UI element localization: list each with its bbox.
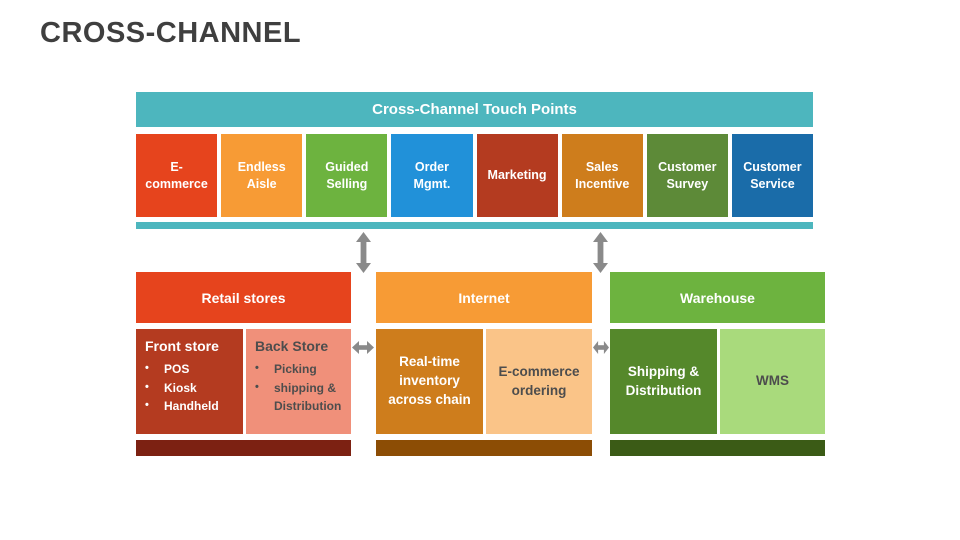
bullet-icon: • <box>145 362 149 374</box>
retail-bottom-bar <box>136 440 351 456</box>
card-ecommerce-ordering-title: E-commerce ordering <box>498 363 580 398</box>
card-realtime-inventory-title: Real-time inventory across chain <box>388 354 471 407</box>
touch-point-customer-service: Customer Service <box>731 134 813 217</box>
internet-bottom-bar <box>376 440 592 456</box>
horizontal-double-arrow-icon <box>593 341 609 354</box>
bullet-icon: • <box>255 362 259 374</box>
vertical-double-arrow-icon <box>593 232 608 273</box>
touch-points-row: E-commerce Endless Aisle Guided Selling … <box>136 134 813 217</box>
bullet-picking: • Picking <box>255 360 345 379</box>
touch-point-marketing: Marketing <box>476 134 558 217</box>
card-front-store-title: Front store <box>145 338 219 354</box>
section-header-internet: Internet <box>376 272 592 323</box>
card-realtime-inventory: Real-time inventory across chain <box>376 329 483 434</box>
touch-point-sales-incentive: Sales Incentive <box>561 134 643 217</box>
teal-divider-strip <box>136 222 813 229</box>
bullet-shipping-distribution: • shipping & Distribution <box>255 379 345 416</box>
bullet-pos: • POS <box>145 360 237 379</box>
bullet-icon: • <box>145 380 149 393</box>
horizontal-double-arrow-icon <box>352 341 374 354</box>
back-store-bullet-list: • Picking • shipping & Distribution <box>255 360 345 416</box>
front-store-bullet-list: • POS • Kiosk • Handheld <box>145 360 237 416</box>
touch-point-ecommerce: E-commerce <box>136 134 218 217</box>
card-back-store: Back Store • Picking • shipping & Distri… <box>246 329 351 434</box>
touch-point-customer-survey: Customer Survey <box>646 134 728 217</box>
card-shipping-distribution-title: Shipping & Distribution <box>625 363 702 398</box>
bullet-handheld: • Handheld <box>145 397 237 416</box>
section-header-warehouse: Warehouse <box>610 272 825 323</box>
card-back-store-title: Back Store <box>255 338 329 354</box>
bullet-kiosk: • Kiosk <box>145 379 237 398</box>
page-title: CROSS-CHANNEL <box>40 17 302 49</box>
touch-point-guided-selling: Guided Selling <box>306 134 388 217</box>
vertical-double-arrow-icon <box>356 232 371 273</box>
card-ecommerce-ordering: E-commerce ordering <box>486 329 592 434</box>
touch-points-banner: Cross-Channel Touch Points <box>136 92 813 127</box>
card-shipping-distribution: Shipping & Distribution <box>610 329 717 434</box>
card-wms-title: WMS <box>756 373 789 389</box>
touch-point-order-mgmt: Order Mgmt. <box>391 134 473 217</box>
bullet-icon: • <box>145 399 149 412</box>
touch-point-endless-aisle: Endless Aisle <box>221 134 303 217</box>
card-front-store: Front store • POS • Kiosk • Handheld <box>136 329 243 434</box>
section-header-retail-stores: Retail stores <box>136 272 351 323</box>
bullet-icon: • <box>255 380 259 393</box>
warehouse-bottom-bar <box>610 440 825 456</box>
banner-label: Cross-Channel Touch Points <box>372 101 577 118</box>
card-wms: WMS <box>720 329 825 434</box>
